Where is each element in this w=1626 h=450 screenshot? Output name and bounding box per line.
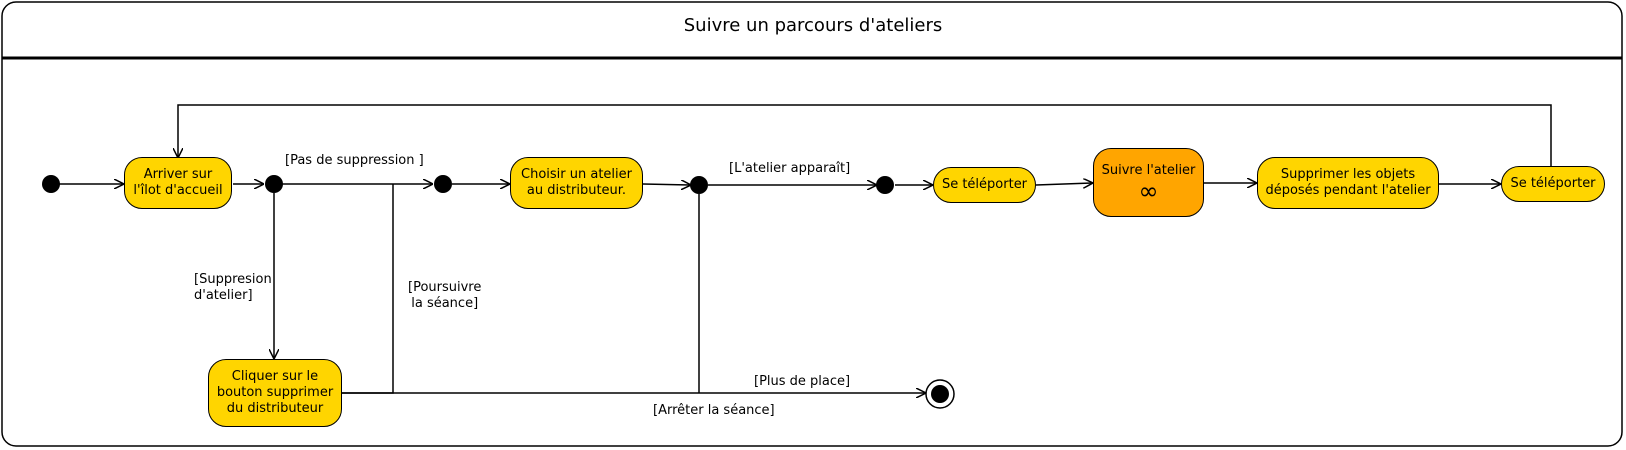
action-supprimer-objets: Supprimer les objets déposés pendant l'a… <box>1257 157 1439 209</box>
guard-atelier-apparait: [L'atelier apparaît] <box>729 161 851 176</box>
final-node-dot <box>931 385 949 403</box>
action-teleporter-2: Se téléporter <box>1501 166 1605 202</box>
guard-plus-de-place: [Plus de place] <box>754 374 851 389</box>
decision-node-1 <box>265 175 283 193</box>
activity-suivre-label: Suivre l'atelier <box>1101 162 1196 178</box>
diagram-title: Suivre un parcours d'ateliers <box>683 15 943 36</box>
guard-pas-de-suppression: [Pas de suppression ] <box>285 153 424 168</box>
guard-arreter-seance: [Arrêter la séance] <box>653 403 775 418</box>
flow-edges <box>59 104 1552 394</box>
edge-loop-back-to-arriver <box>178 104 1552 166</box>
guard-suppression-atelier: [Suppresion d'atelier] <box>194 272 272 303</box>
guard-poursuivre-seance: [Poursuivre la séance] <box>408 280 482 311</box>
action-arriver: Arriver sur l'îlot d'accueil <box>124 157 232 209</box>
infinity-icon: ∞ <box>1138 176 1159 205</box>
merge-node <box>434 175 452 193</box>
fork-node <box>876 176 894 194</box>
edge-teleporter-suivre <box>1035 183 1092 185</box>
action-cliquer-supprimer: Cliquer sur le bouton supprimer du distr… <box>208 359 342 427</box>
initial-node <box>42 175 60 193</box>
action-choisir: Choisir un atelier au distributeur. <box>510 157 643 209</box>
edge-choisir-decision2 <box>642 184 690 185</box>
action-teleporter-1: Se téléporter <box>933 167 1036 203</box>
activity-suivre-atelier: Suivre l'atelier ∞ <box>1093 148 1204 217</box>
decision-node-2 <box>690 176 708 194</box>
edge-cliquer-poursuivre <box>342 184 394 394</box>
